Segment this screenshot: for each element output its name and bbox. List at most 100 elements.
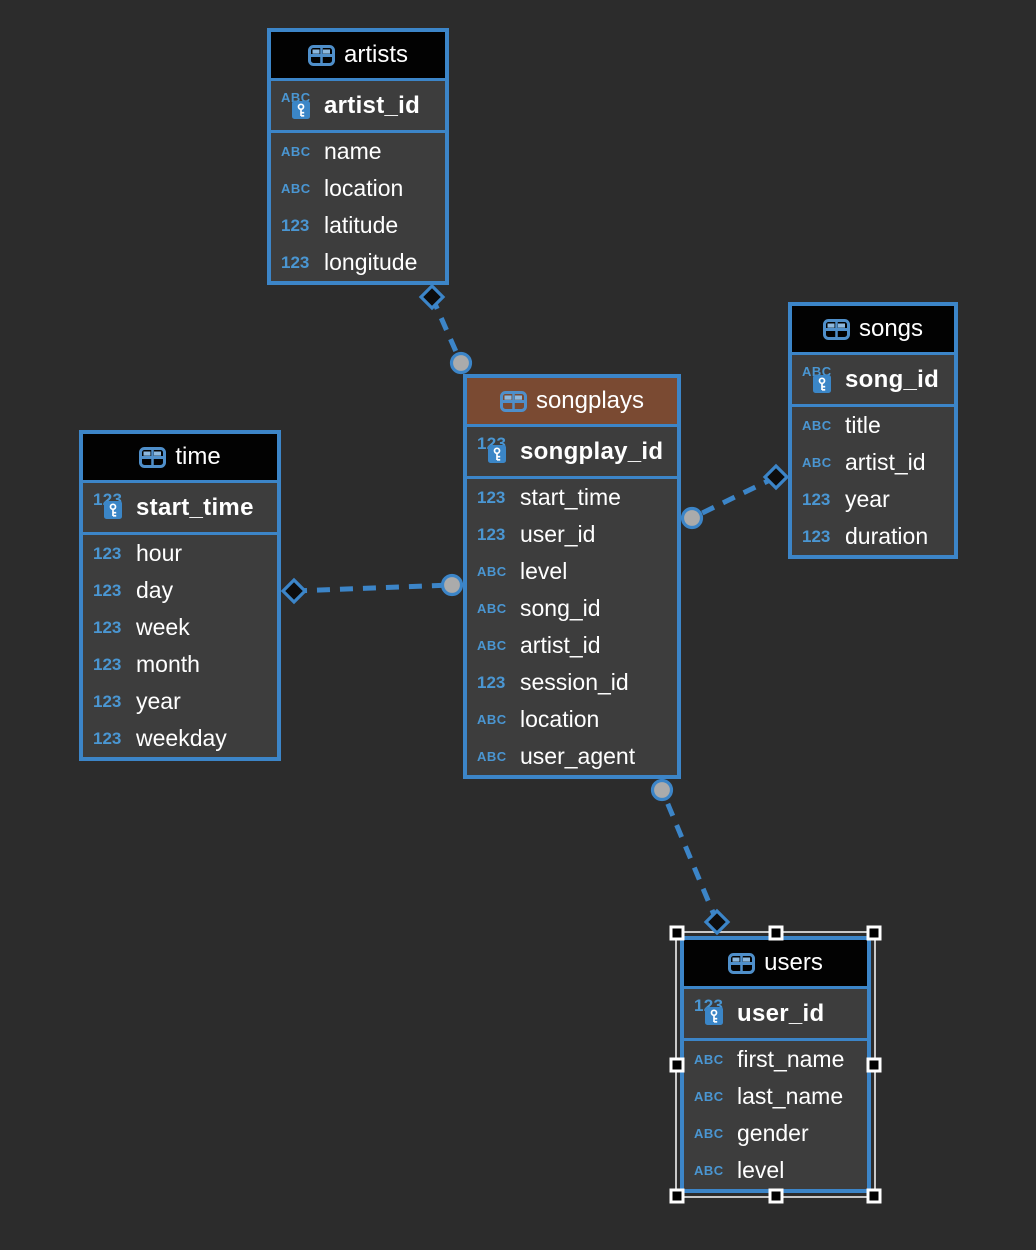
selection-handle-br[interactable] xyxy=(866,1188,882,1204)
column-time-day[interactable]: 123 day xyxy=(83,572,277,609)
circle-endpoint-icon[interactable] xyxy=(680,506,704,530)
text-type-icon: ABC xyxy=(477,601,507,616)
table-header-songplays[interactable]: songplays xyxy=(467,378,677,427)
column-type: ABC xyxy=(281,91,318,119)
selection-handle-mr[interactable] xyxy=(866,1057,882,1072)
primary-key-icon xyxy=(705,1007,723,1025)
number-type-icon: 123 xyxy=(93,581,122,600)
table-icon xyxy=(139,446,167,468)
column-type: ABC xyxy=(477,639,514,652)
circle-endpoint-icon[interactable] xyxy=(440,573,464,597)
column-songs-year[interactable]: 123 year xyxy=(792,481,954,518)
selection-handle-tl[interactable] xyxy=(669,925,685,941)
circle-endpoint-icon[interactable] xyxy=(449,351,473,375)
relationship-line[interactable] xyxy=(293,582,453,594)
column-type: ABC xyxy=(281,182,318,195)
table-icon xyxy=(822,318,850,340)
relationship-line[interactable] xyxy=(690,474,778,521)
diamond-endpoint-icon[interactable] xyxy=(280,577,308,605)
selection-handle-tr[interactable] xyxy=(866,925,882,941)
column-name: longitude xyxy=(324,249,418,275)
diamond-endpoint-icon[interactable] xyxy=(762,463,790,491)
selection-handle-bm[interactable] xyxy=(768,1188,783,1204)
relationship-artists-songplays[interactable] xyxy=(418,283,473,375)
column-type: 123 xyxy=(93,656,130,673)
relationship-songs-songplays[interactable] xyxy=(680,463,790,530)
column-type: 123 xyxy=(694,997,731,1025)
column-type: ABC xyxy=(694,1090,731,1103)
column-type: 123 xyxy=(93,545,130,562)
column-type: 123 xyxy=(93,491,130,519)
column-name: day xyxy=(136,577,174,603)
column-type: ABC xyxy=(802,419,839,432)
relationship-users-songplays[interactable] xyxy=(650,778,731,936)
number-type-icon: 123 xyxy=(93,655,122,674)
text-type-icon: ABC xyxy=(802,364,832,379)
table-header-songs[interactable]: songs xyxy=(792,306,954,355)
table-header-users[interactable]: users xyxy=(684,940,867,989)
diamond-endpoint-icon[interactable] xyxy=(418,283,446,311)
selection-handle-tm[interactable] xyxy=(768,925,783,941)
column-name: gender xyxy=(737,1120,809,1146)
column-artists-longitude[interactable]: 123 longitude xyxy=(271,244,445,281)
column-name: latitude xyxy=(324,212,399,238)
relationship-time-songplays[interactable] xyxy=(280,573,464,605)
selection-handle-bl[interactable] xyxy=(669,1188,685,1204)
column-type: 123 xyxy=(93,693,130,710)
table-header-artists[interactable]: artists xyxy=(271,32,445,81)
column-name: location xyxy=(520,706,600,732)
column-name: user_id xyxy=(520,521,596,547)
column-name: user_id xyxy=(737,999,825,1027)
selection-handle-ml[interactable] xyxy=(669,1057,685,1072)
primary-key-icon xyxy=(813,375,831,393)
column-users-gender[interactable]: ABC gender xyxy=(684,1115,867,1152)
column-name: user_agent xyxy=(520,743,636,769)
table-title: songs xyxy=(858,315,924,342)
circle-endpoint-icon[interactable] xyxy=(650,778,674,802)
number-type-icon: 123 xyxy=(281,253,310,272)
diamond-endpoint-icon[interactable] xyxy=(703,908,731,936)
primary-key-icon xyxy=(292,101,310,119)
column-name: start_time xyxy=(520,484,621,510)
column-name: year xyxy=(845,486,890,512)
table-header-time[interactable]: time xyxy=(83,434,277,483)
text-type-icon: ABC xyxy=(281,90,311,105)
column-type: 123 xyxy=(802,491,839,508)
relationship-line[interactable] xyxy=(429,295,464,365)
relationship-line[interactable] xyxy=(659,789,720,923)
column-type: ABC xyxy=(694,1127,731,1140)
